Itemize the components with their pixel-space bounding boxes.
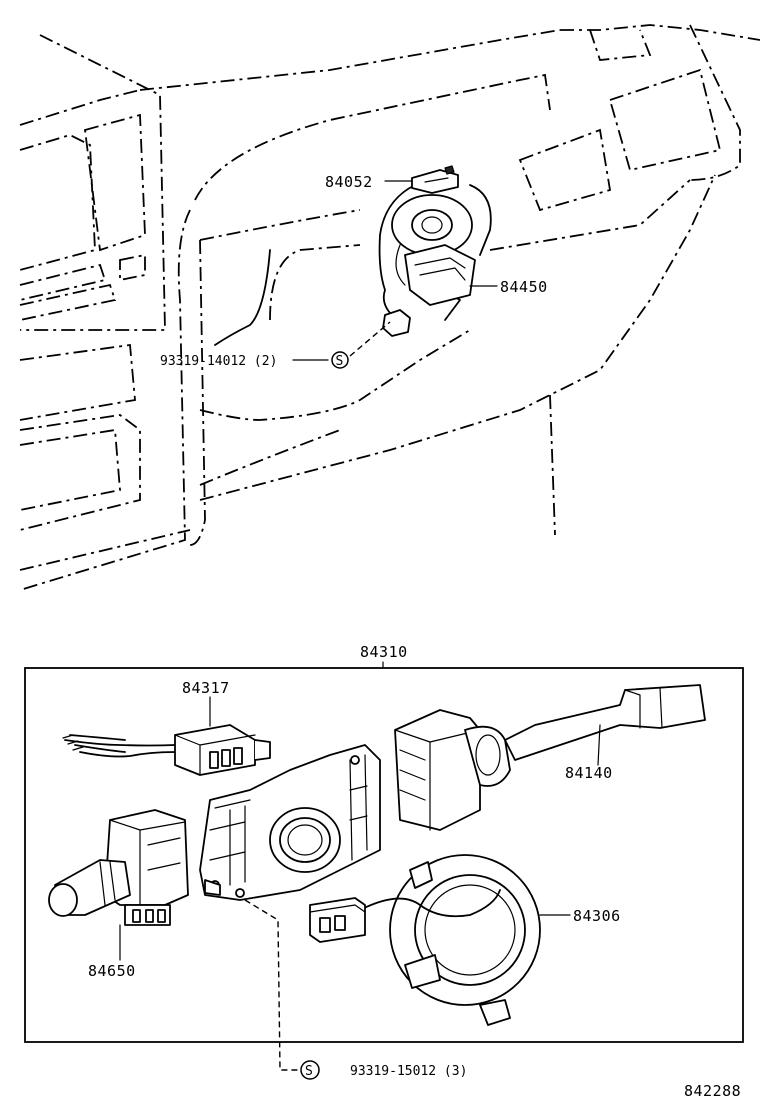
label-84450: 84450: [500, 278, 548, 296]
part-84650-light-switch: [48, 809, 189, 961]
part-switch-body: [199, 744, 381, 901]
instrument-panel-outline: [19, 24, 760, 591]
label-84306: 84306: [573, 907, 621, 925]
assembly-box-84310: [24, 667, 744, 1043]
label-84650: 84650: [88, 962, 136, 980]
part-84306-spiral-cable: [309, 854, 571, 1026]
label-84052: 84052: [325, 173, 373, 191]
label-84310: 84310: [360, 643, 408, 661]
label-84317: 84317: [182, 679, 230, 697]
svg-text:S: S: [305, 1064, 313, 1079]
svg-text:S: S: [336, 354, 344, 369]
part-84140-wiper-switch: [394, 684, 706, 831]
label-93319-15012: 93319-15012 (3): [350, 1064, 467, 1079]
part-84450-spiral-cable: [382, 194, 476, 337]
part-84317-connector: [62, 696, 271, 776]
screw-symbol-upper: S: [331, 351, 349, 369]
part-84052-clip: [411, 165, 459, 194]
screw-callout-lower: S: [244, 899, 320, 1080]
label-93319-14012: 93319-14012 (2): [160, 354, 277, 369]
figure-number: 842288: [684, 1082, 741, 1100]
upper-leader-lines: [292, 180, 498, 361]
label-84140: 84140: [565, 764, 613, 782]
